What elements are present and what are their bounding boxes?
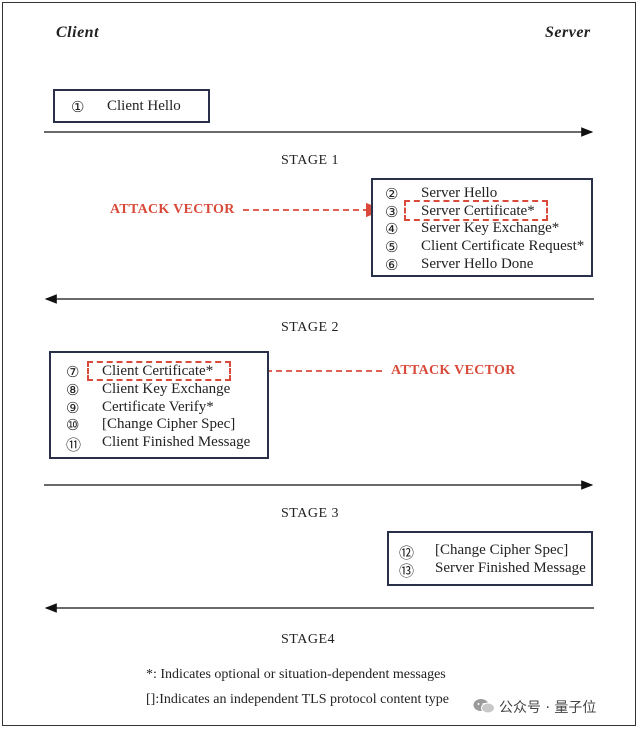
- step-3-label: Server Certificate*: [421, 203, 535, 219]
- attack-highlight-server-certificate: [404, 200, 548, 221]
- stage-4-label: STAGE4: [281, 632, 335, 647]
- server-messages-box-1: ② Server Hello ③ Server Certificate* ④ S…: [371, 178, 593, 277]
- step-11-number: ⑪: [66, 438, 82, 454]
- step-12-label: [Change Cipher Spec]: [435, 542, 569, 558]
- step-4-number: ④: [385, 222, 399, 238]
- step-10-number: ⑩: [66, 418, 80, 434]
- step-8-label: Client Key Exchange: [102, 381, 231, 397]
- wechat-icon: [473, 699, 495, 714]
- stage-3-label: STAGE 3: [281, 506, 339, 521]
- attack-highlight-client-certificate: [87, 361, 231, 381]
- step-9-label: Certificate Verify*: [102, 399, 214, 415]
- footnote-content-type: []:Indicates an independent TLS protocol…: [146, 692, 449, 707]
- step-7-number: ⑦: [66, 365, 80, 381]
- server-label: Server: [545, 24, 591, 41]
- client-messages-box-2: ⑦ Client Certificate* ⑧ Client Key Excha…: [49, 351, 269, 459]
- step-1-number: ①: [71, 100, 85, 116]
- server-messages-box-3: ⑫ [Change Cipher Spec] ⑬ Server Finished…: [387, 531, 593, 586]
- step-6-number: ⑥: [385, 258, 399, 274]
- stage-1-label: STAGE 1: [281, 153, 339, 168]
- step-13-label: Server Finished Message: [435, 560, 586, 576]
- client-hello-box: ① Client Hello: [53, 89, 210, 123]
- step-1-label: Client Hello: [107, 98, 181, 114]
- attack-vector-label-2: ATTACK VECTOR: [391, 363, 516, 378]
- step-11-label: Client Finished Message: [102, 434, 251, 450]
- step-5-label: Client Certificate Request*: [421, 238, 585, 254]
- step-2-number: ②: [385, 187, 399, 203]
- step-3-number: ③: [385, 205, 399, 221]
- watermark-text: 公众号 · 量子位: [499, 700, 597, 716]
- step-10-label: [Change Cipher Spec]: [102, 416, 236, 432]
- step-5-number: ⑤: [385, 240, 399, 256]
- attack-vector-label-1: ATTACK VECTOR: [110, 202, 235, 217]
- step-12-number: ⑫: [399, 546, 415, 562]
- footnote-optional: *: Indicates optional or situation-depen…: [146, 667, 446, 682]
- step-9-number: ⑨: [66, 401, 80, 417]
- step-6-label: Server Hello Done: [421, 256, 534, 272]
- stage-2-label: STAGE 2: [281, 320, 339, 335]
- client-label: Client: [56, 24, 100, 41]
- step-4-label: Server Key Exchange*: [421, 220, 560, 236]
- step-2-label: Server Hello: [421, 185, 498, 201]
- step-13-number: ⑬: [399, 564, 415, 580]
- step-7-label: Client Certificate*: [102, 363, 214, 379]
- step-8-number: ⑧: [66, 383, 80, 399]
